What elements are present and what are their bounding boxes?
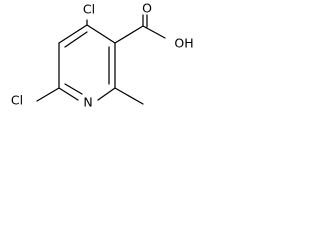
bond-c2-n [97, 87, 116, 101]
structure-diagram: Cl Cl N O OH [11, 1, 194, 110]
bond-c2-methyl [114, 87, 144, 105]
bond-c5-c4-inner [64, 31, 88, 48]
bond-n-c6-inner [64, 83, 83, 95]
bond-c6-cl [36, 87, 60, 102]
hydroxyl-group: OH [174, 36, 193, 51]
nitrogen-atom: N [83, 95, 92, 110]
bond-n-c6 [58, 87, 79, 101]
bond-c5-c4 [58, 24, 88, 44]
chlorine-atom-top: Cl [83, 2, 95, 17]
bond-c4-c3 [86, 24, 116, 44]
bond-c3-carboxyl [114, 25, 144, 44]
bond-carboxyl-oh [142, 25, 166, 39]
oxygen-atom-carbonyl: O [142, 1, 152, 16]
chlorine-atom-left: Cl [11, 93, 23, 108]
